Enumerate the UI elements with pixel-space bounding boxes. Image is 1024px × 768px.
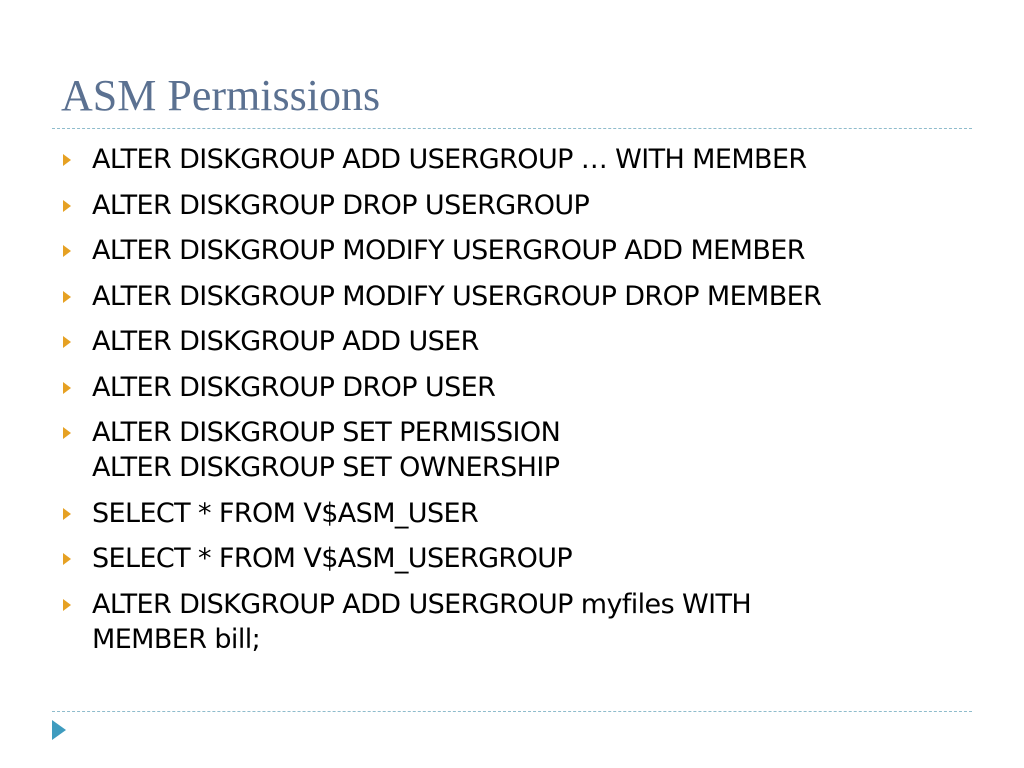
bullet-triangle-icon	[63, 199, 71, 212]
bullet-text: ALTER DISKGROUP MODIFY USERGROUP ADD MEM…	[92, 235, 805, 266]
bullet-triangle-icon	[63, 154, 71, 166]
bullet-item: ALTER DISKGROUP ADD USER	[60, 324, 960, 359]
bullet-text: SELECT * FROM V$ASM_USER	[92, 497, 479, 529]
bullet-triangle-icon	[63, 245, 71, 257]
bullet-text: SELECT * FROM V$ASM_USERGROUP	[92, 543, 573, 574]
bullet-triangle-icon	[63, 336, 71, 348]
bullet-item: ALTER DISKGROUP MODIFY USERGROUP DROP ME…	[60, 279, 960, 314]
bullet-text: ALTER DISKGROUP SET PERMISSION	[92, 417, 561, 448]
bullet-text: ALTER DISKGROUP DROP USER	[92, 371, 496, 403]
bullet-triangle-icon	[63, 290, 71, 303]
bullet-triangle-icon	[63, 598, 71, 611]
bullet-text: ALTER DISKGROUP DROP USERGROUP	[92, 189, 590, 221]
bullet-item: SELECT * FROM V$ASM_USERGROUP	[60, 541, 960, 576]
bullet-item: ALTER DISKGROUP SET PERMISSION ALTER DIS…	[60, 415, 960, 485]
bullet-item: ALTER DISKGROUP MODIFY USERGROUP ADD MEM…	[60, 233, 960, 268]
bullet-text-continued: MEMBER bill;	[92, 623, 261, 655]
bullet-triangle-icon	[63, 427, 71, 439]
bullet-item: ALTER DISKGROUP ADD USERGROUP … WITH MEM…	[60, 142, 960, 177]
bullet-item: ALTER DISKGROUP ADD USERGROUP myfiles WI…	[60, 587, 960, 657]
bullet-text: ALTER DISKGROUP ADD USERGROUP myfiles WI…	[92, 588, 752, 620]
play-arrow-icon[interactable]	[52, 720, 66, 740]
slide-title: ASM Permissions	[61, 71, 381, 120]
bullet-item: ALTER DISKGROUP DROP USERGROUP	[60, 188, 960, 223]
bullet-triangle-icon	[63, 381, 71, 394]
bullet-list: ALTER DISKGROUP ADD USERGROUP … WITH MEM…	[60, 142, 960, 667]
bullet-text: ALTER DISKGROUP ADD USERGROUP … WITH MEM…	[92, 144, 807, 175]
bullet-item: ALTER DISKGROUP DROP USER	[60, 370, 960, 405]
footer-divider	[52, 711, 972, 712]
bullet-triangle-icon	[63, 507, 71, 520]
title-divider	[52, 128, 972, 129]
bullet-text-continued: ALTER DISKGROUP SET OWNERSHIP	[92, 452, 560, 483]
bullet-triangle-icon	[63, 553, 71, 565]
bullet-item: SELECT * FROM V$ASM_USER	[60, 496, 960, 531]
bullet-text: ALTER DISKGROUP ADD USER	[92, 326, 479, 357]
bullet-text: ALTER DISKGROUP MODIFY USERGROUP DROP ME…	[92, 280, 822, 312]
